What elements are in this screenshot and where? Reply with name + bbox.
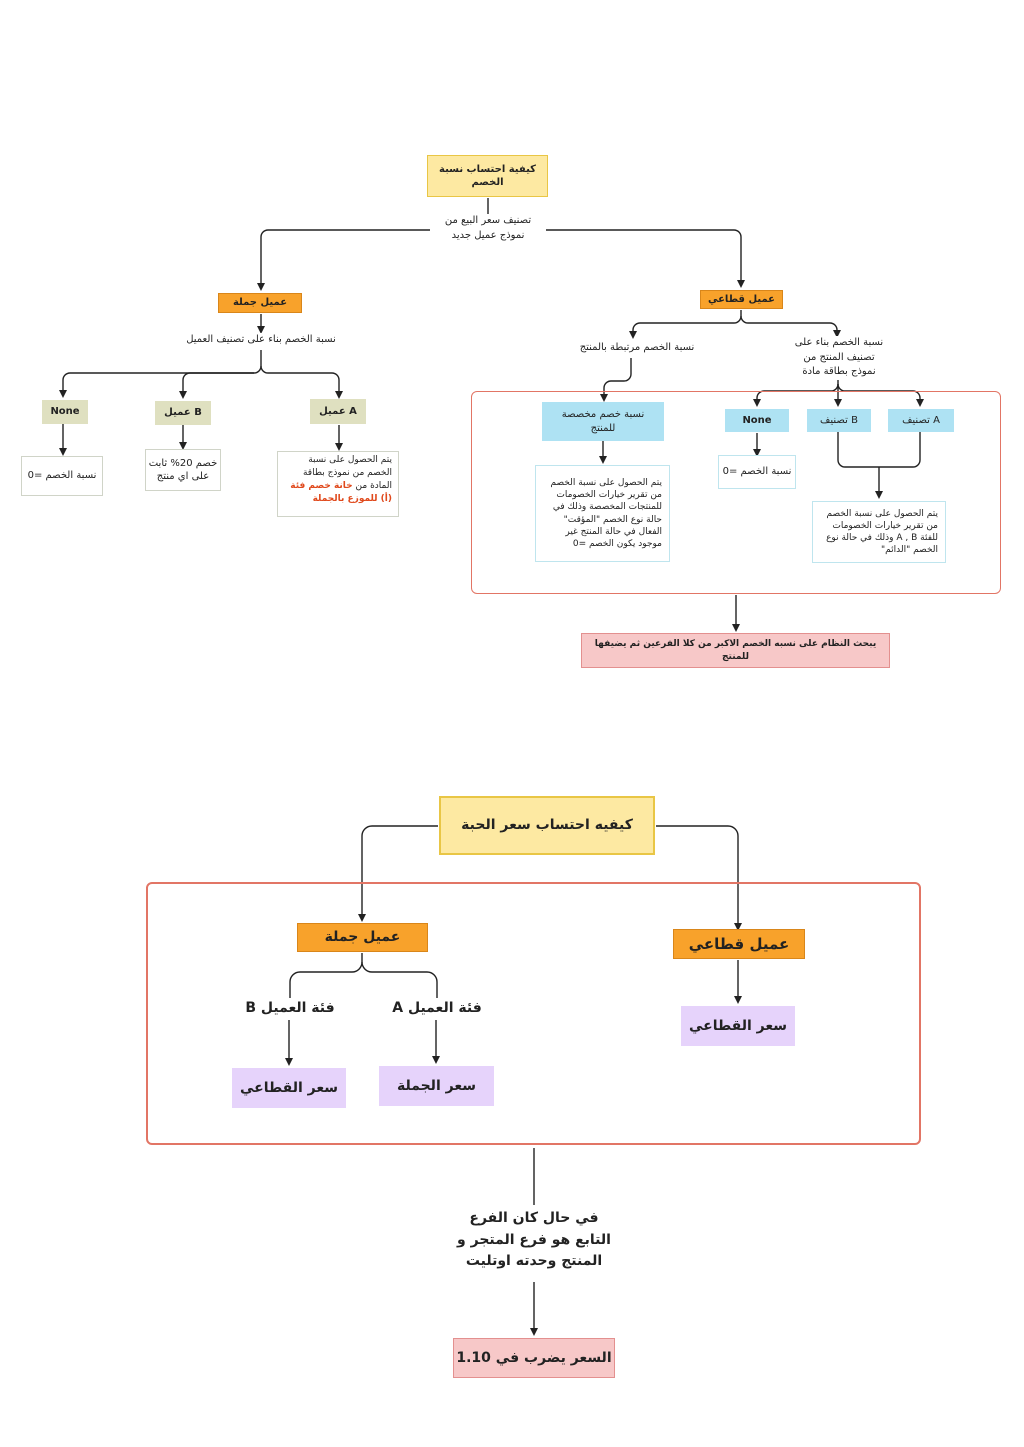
wholesale-none-note: نسبة الخصم =0 xyxy=(21,456,103,496)
custom-discount-note: يتم الحصول على نسبة الخصم من تقرير خيارا… xyxy=(535,465,670,562)
wholesale-a-note: يتم الحصول على نسبة الخصم من نموذج بطاقة… xyxy=(277,451,399,517)
price-branches-frame xyxy=(146,882,921,1145)
sale-price-classification-label: تصنيف سعر البيع من نموذج عميل جديد xyxy=(432,214,544,243)
retail-client-price-node: عميل قطاعي xyxy=(673,929,805,959)
wholesale-client-none: None xyxy=(42,400,88,424)
retail-client-node: عميل قطاعي xyxy=(700,290,783,309)
retail-discount-frame xyxy=(471,391,1001,594)
retail-none-note: نسبة الخصم =0 xyxy=(718,455,796,489)
product-linked-discount-label: نسبة الخصم مرتبطة بالمنتج xyxy=(572,341,702,356)
wholesale-client-node: عميل جملة xyxy=(218,293,302,313)
wholesale-client-price-node: عميل جملة xyxy=(297,923,428,952)
price-multiplier-result: السعر يضرب في 1.10 xyxy=(453,1338,615,1378)
wholesale-price-node: سعر الجملة xyxy=(379,1066,494,1106)
product-class-discount-label: نسبة الخصم بناء على تصنيف المنتج من نموذ… xyxy=(790,336,888,380)
retail-price-node: سعر القطاعي xyxy=(681,1006,795,1046)
wholesale-client-a: A عميل xyxy=(310,399,366,424)
wholesale-a-note-text: يتم الحصول على نسبة الخصم من نموذج بطاقة… xyxy=(302,455,392,492)
client-class-b-label: فئة العميل B xyxy=(240,998,340,1019)
unit-price-calc-title: كيفيه احتساب سعر الحبة xyxy=(439,796,655,855)
client-class-a-label: فئة العميل A xyxy=(387,998,487,1019)
wholesale-client-b: B عميل xyxy=(155,401,211,425)
retail-ab-note: يتم الحصول على نسبة الخصم من تقرير خيارا… xyxy=(812,501,946,563)
max-discount-result: يبحث النظام على نسبه الخصم الاكبر من كلا… xyxy=(581,633,890,668)
wholesale-a-note-highlight: خانة خصم فئة (أ) للموزع بالجملة xyxy=(290,481,392,505)
retail-class-none: None xyxy=(725,409,789,432)
wholesale-b-note: خصم 20% ثابت على اي منتج xyxy=(145,449,221,491)
retail-class-b: B تصنيف xyxy=(807,409,871,432)
retail-price-b-node: سعر القطاعي xyxy=(232,1068,346,1108)
outlet-condition-label: في حال كان الفرع التابع هو فرع المتجر و … xyxy=(450,1208,618,1274)
discount-calc-title: كيفية احتساب نسبة الخصم xyxy=(427,155,548,197)
custom-product-discount-node: نسبة خصم مخصصة للمنتج xyxy=(542,402,664,441)
wholesale-discount-basis-label: نسبة الخصم بناء على تصنيف العميل xyxy=(180,333,342,348)
retail-class-a: A تصنيف xyxy=(888,409,954,432)
